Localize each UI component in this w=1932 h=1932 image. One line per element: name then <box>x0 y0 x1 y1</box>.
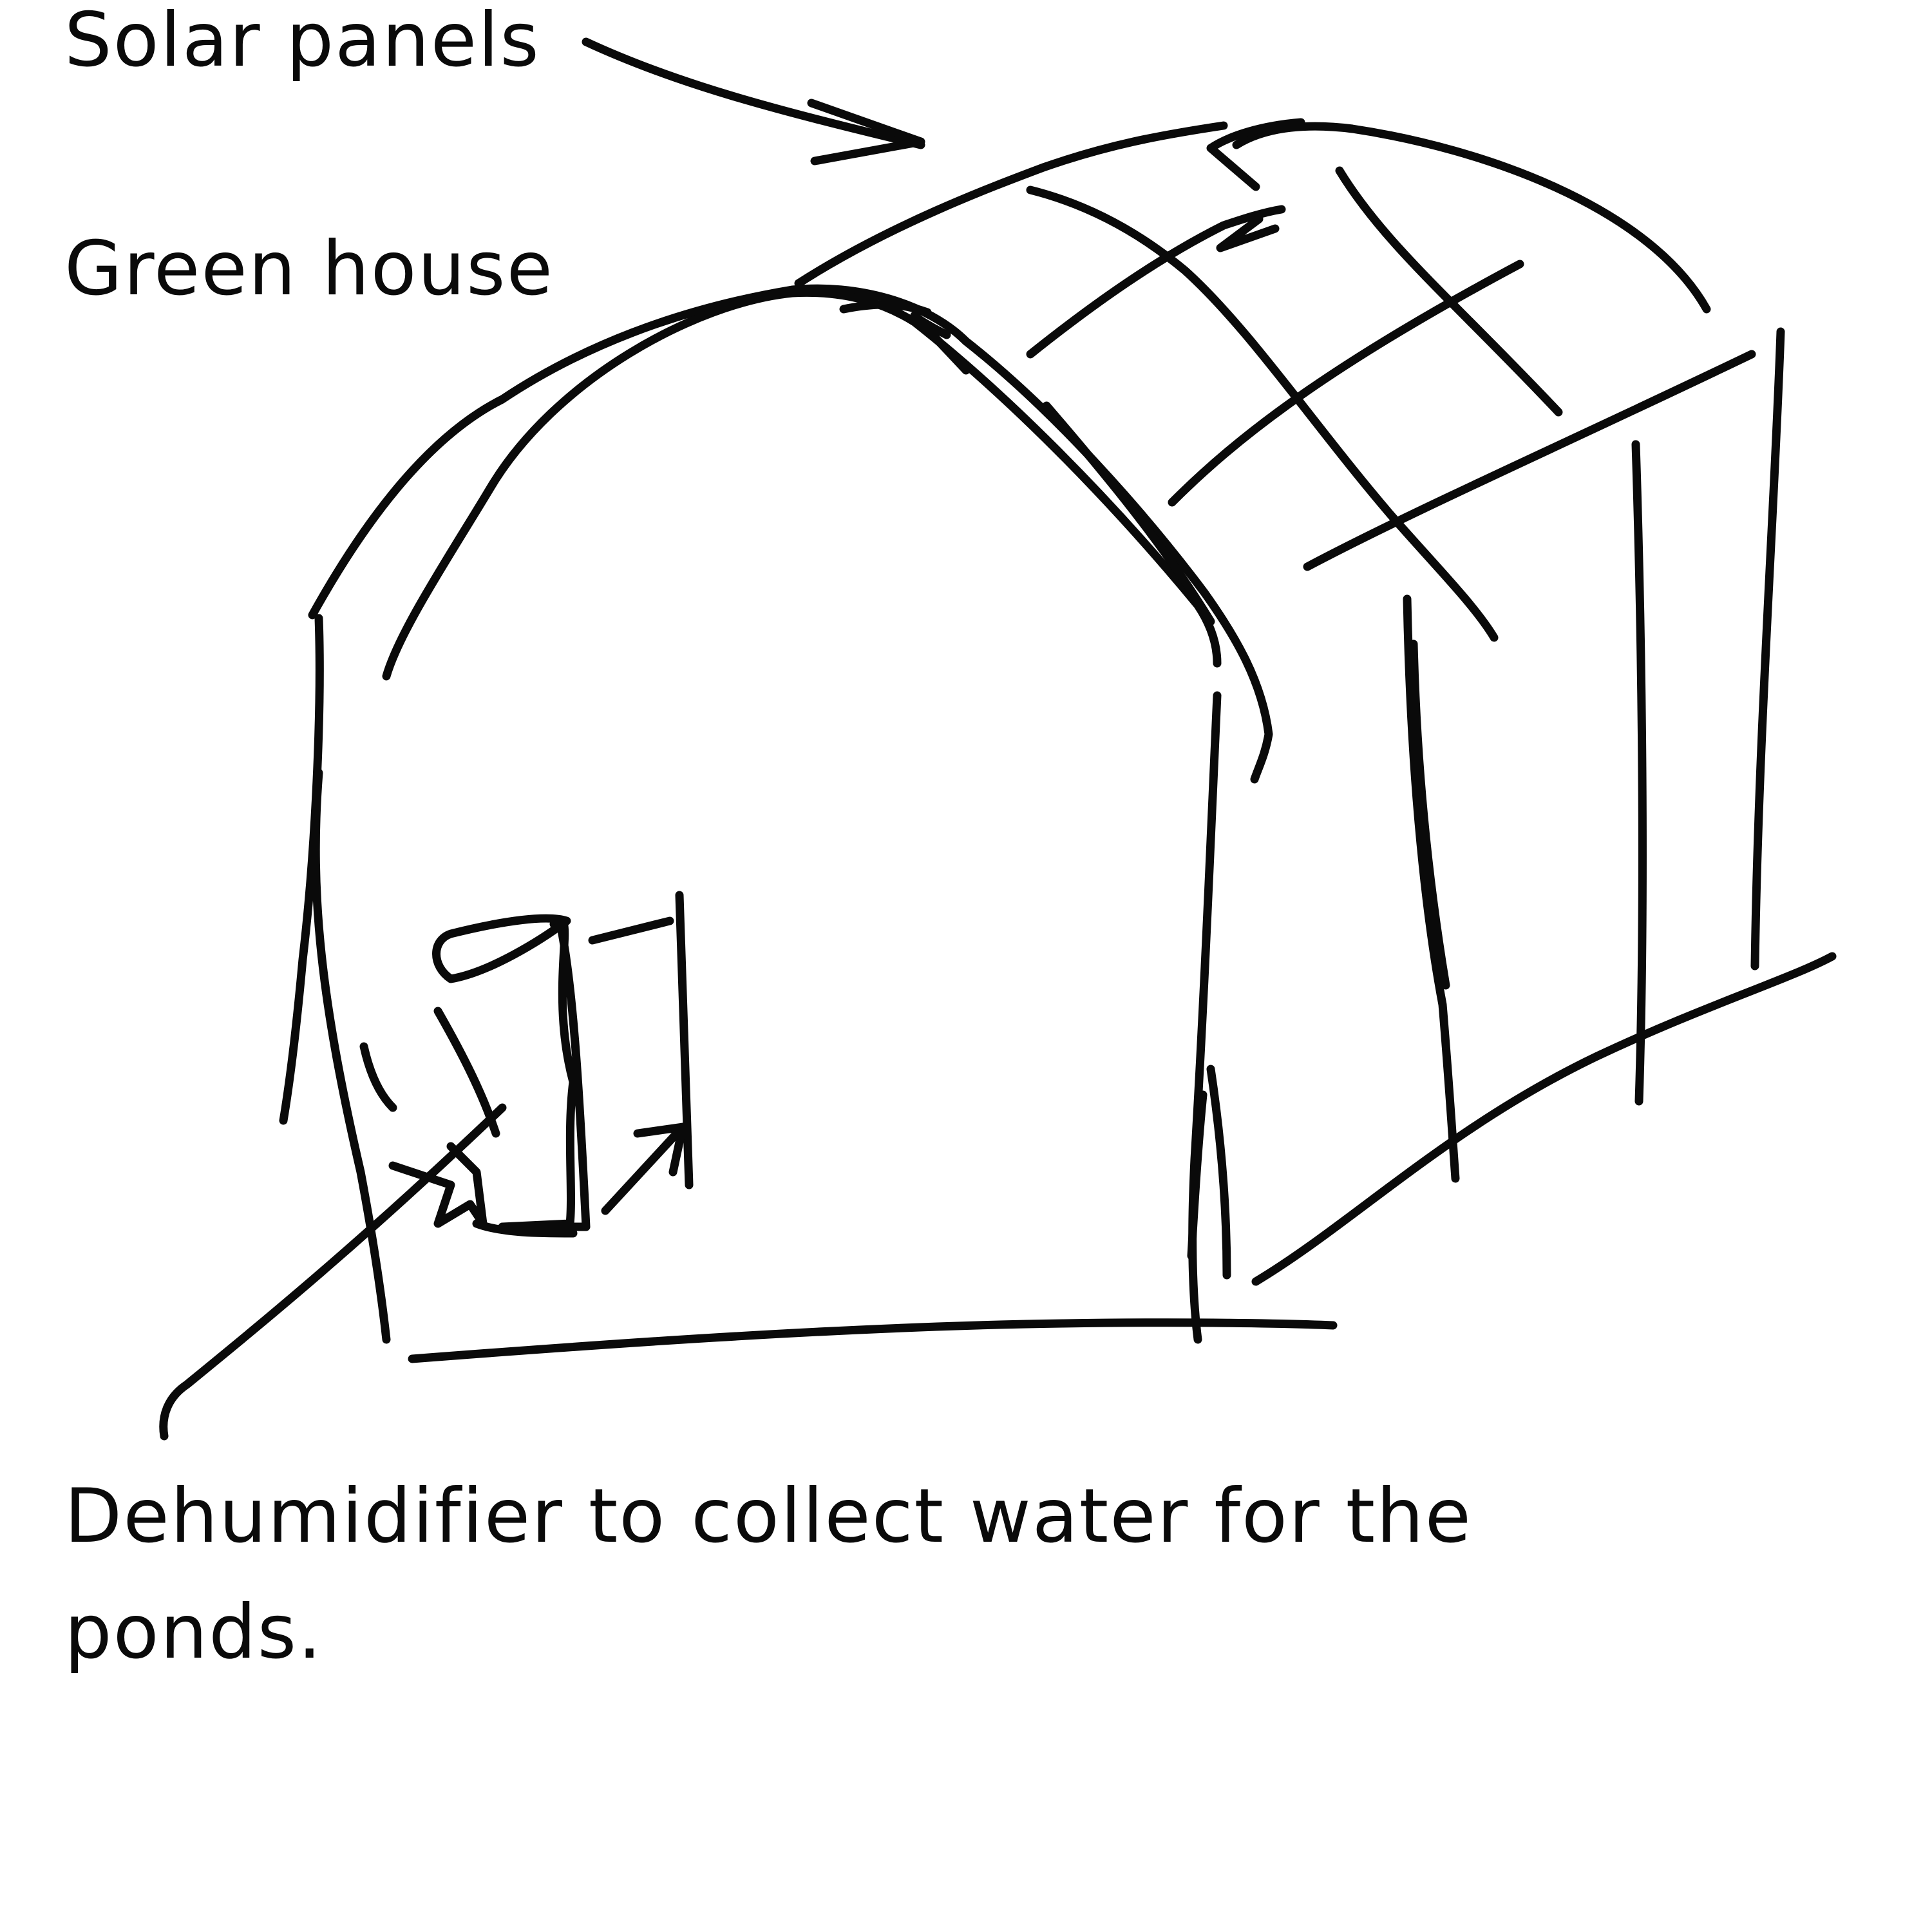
dehumidifier-caption: Dehumidifier to collect water for the po… <box>64 1473 1472 1676</box>
dehumidifier-top <box>432 914 571 983</box>
roof-panel-line-2 <box>1335 166 1563 417</box>
dehumidifier-left-tick <box>359 1042 397 1112</box>
dehumidifier-right-side <box>675 891 694 1189</box>
front-right-leg-2 <box>1206 1065 1231 1280</box>
front-arch-inner <box>382 288 1222 681</box>
roof-back-ridge <box>794 121 1228 288</box>
front-arch-outer <box>308 284 1273 784</box>
roof-ridge-hook <box>1206 118 1305 191</box>
roof-panel-line-5 <box>1168 260 1524 507</box>
roof-back-right-arc <box>1232 122 1711 314</box>
dehumidifier-scribble <box>388 1142 488 1228</box>
solar-arrow-head <box>807 99 925 166</box>
green-house-label: Green house <box>64 225 554 312</box>
roof-panel-line-3 <box>1042 401 1215 626</box>
front-right-leg <box>1188 691 1222 1344</box>
dehumidifier-top-right <box>588 916 674 945</box>
front-right-leg-3 <box>1187 1090 1208 1260</box>
side-base-line <box>1251 952 1837 1286</box>
dehumidifier-leader-line <box>159 1103 507 1441</box>
solar-panels-label: Solar panels <box>64 0 540 84</box>
solar-arrow-shaft <box>582 37 925 149</box>
dehumidifier-left-mark <box>433 1007 500 1138</box>
arch-tip-stroke-2 <box>910 311 971 375</box>
ground-line <box>408 1318 1338 1363</box>
roof-panel-line-1 <box>1026 185 1499 642</box>
dehumidifier-box <box>498 916 591 1231</box>
front-left-leg-inner <box>311 768 391 1344</box>
dehumidifier-base-arrow <box>601 1122 687 1215</box>
front-left-leg-outer <box>279 614 324 1125</box>
side-wall-post-1b <box>1409 639 1450 990</box>
roof-panel-line-6 <box>1303 350 1756 571</box>
side-wall-post-3 <box>1750 327 1785 971</box>
arch-tip-stroke <box>839 300 932 317</box>
side-wall-post-2 <box>1631 440 1647 1106</box>
roof-panel-line-4 <box>1026 205 1286 359</box>
dehumidifier-bottom <box>472 1219 578 1238</box>
side-wall-post-1 <box>1403 594 1460 1183</box>
roof-panel-tick <box>1216 214 1280 252</box>
